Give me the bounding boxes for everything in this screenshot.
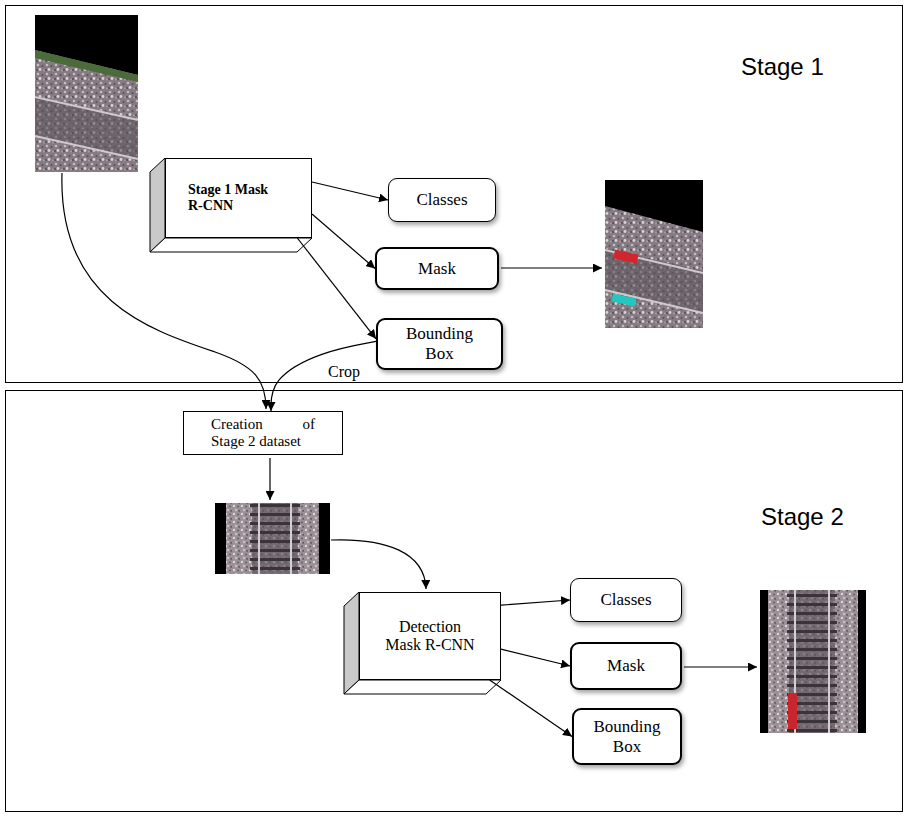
box-bottom-face <box>344 680 501 694</box>
flow-arrow <box>501 267 602 268</box>
image-border <box>319 503 330 574</box>
output-box: Mask <box>570 642 682 690</box>
gravel-ground <box>760 590 866 733</box>
flow-arrow <box>297 238 376 339</box>
image-border <box>760 590 768 733</box>
gravel-ground <box>215 503 330 574</box>
stage-heading: Stage 2 <box>761 503 844 531</box>
rail <box>605 290 703 313</box>
input-image <box>35 15 138 172</box>
flow-arrow <box>271 341 376 411</box>
rail <box>605 250 703 273</box>
model-box: Detection Mask R-CNN <box>359 592 501 680</box>
edge-label: Crop <box>326 363 362 380</box>
box-label: Mask <box>418 259 456 279</box>
box-label: Classes <box>417 190 468 210</box>
sleepers <box>787 590 837 733</box>
flow-arrow <box>684 666 757 667</box>
box-label: Bounding Box <box>588 717 666 756</box>
box-label: Mask <box>607 656 645 676</box>
image-border <box>858 590 866 733</box>
mask-highlight <box>613 249 638 263</box>
box-label: Detection Mask R-CNN <box>380 618 480 654</box>
box-bottom-face <box>150 238 312 252</box>
flow-arrow <box>501 649 570 666</box>
rail <box>290 503 292 574</box>
box-side-face <box>150 158 165 252</box>
flow-arrow <box>312 214 375 269</box>
stage-heading: Stage 1 <box>741 53 824 81</box>
stage-panel: Stage 1 Stage 1 Mask R-CNN ClassesMaskBoun… <box>5 5 903 383</box>
rail <box>35 97 138 120</box>
flow-arrow <box>501 600 570 605</box>
track-bed <box>605 248 703 313</box>
gravel-ground <box>35 15 138 172</box>
output-box: Bounding Box <box>376 318 503 370</box>
box-label: Bounding Box <box>400 324 479 363</box>
grass-strip <box>35 50 138 82</box>
flow-arrow <box>269 458 270 500</box>
rail <box>828 590 830 733</box>
result-image <box>605 180 703 328</box>
result-image <box>760 590 866 733</box>
flow-arrow <box>331 540 426 589</box>
image-border <box>605 180 703 232</box>
output-box: Classes <box>570 578 682 622</box>
flow-arrow <box>490 680 572 737</box>
track-bed <box>35 96 138 160</box>
rail <box>35 116 138 139</box>
box-side-face <box>344 592 359 694</box>
flow-arrow <box>312 182 388 200</box>
stage-panel: Stage 2 Creation of Stage 2 datasetDetect… <box>5 390 903 812</box>
cropped-image <box>215 503 330 574</box>
rail <box>35 136 138 159</box>
sleepers <box>250 503 300 574</box>
output-box: Classes <box>388 178 496 222</box>
process-box: Creation of Stage 2 dataset <box>183 411 343 455</box>
image-border <box>215 503 226 574</box>
model-box: Stage 1 Mask R-CNN <box>165 158 312 238</box>
rail <box>258 503 260 574</box>
box-label: Stage 1 Mask R-CNN <box>188 182 273 214</box>
box-label: Creation of Stage 2 dataset <box>211 416 315 450</box>
edge-label-holder: Crop <box>326 363 362 381</box>
output-box: Mask <box>375 247 499 290</box>
gravel-ground <box>605 180 703 328</box>
box-label: Classes <box>601 590 652 610</box>
mask-highlight <box>788 693 797 729</box>
output-box: Bounding Box <box>572 708 682 765</box>
mask-highlight <box>611 293 636 306</box>
